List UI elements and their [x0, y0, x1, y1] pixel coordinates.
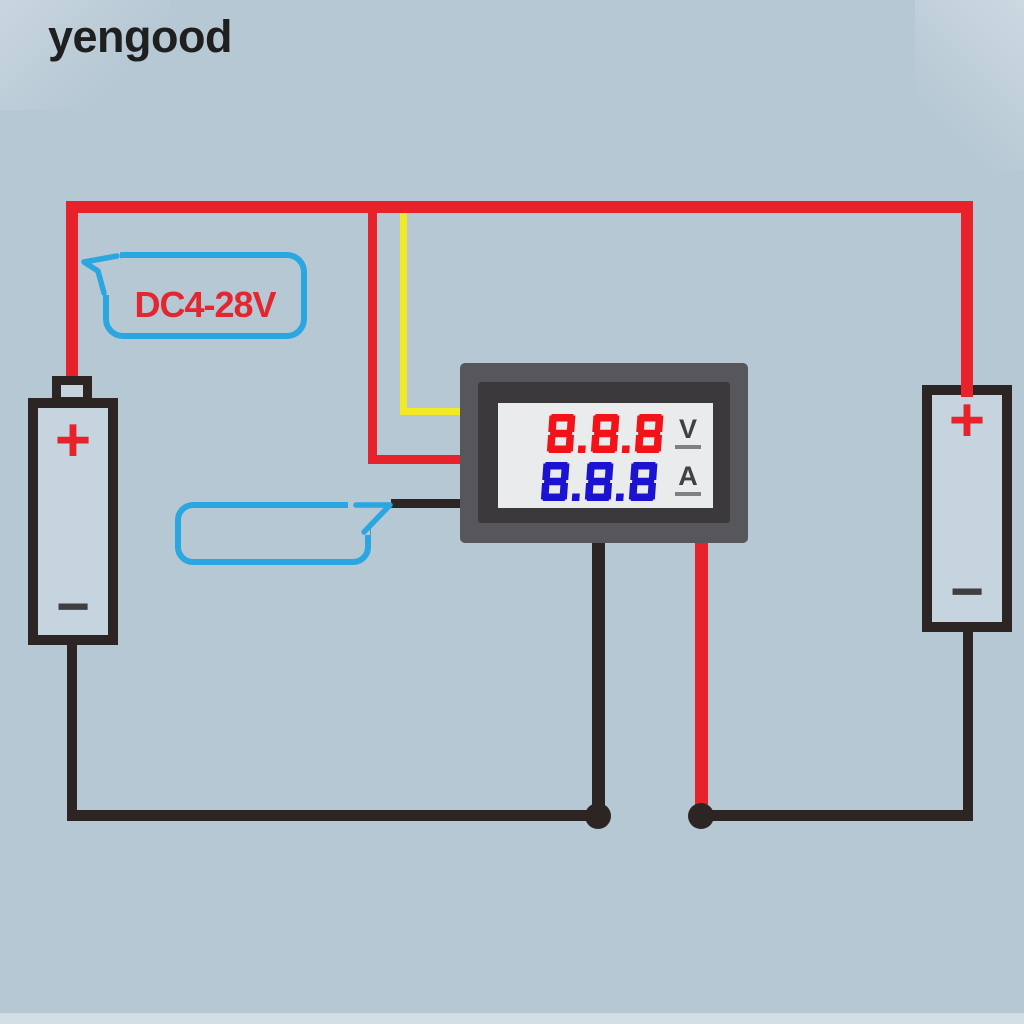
voltmeter-digits [546, 414, 664, 453]
wire-positive-left-drop [66, 201, 78, 380]
wire-meter-power-red-vertical [368, 207, 377, 464]
meter-bezel: V A [478, 382, 730, 523]
power-range-label: DC4-28V [134, 284, 276, 325]
minus-icon: − [950, 559, 984, 624]
voltage-unit-label: V [675, 416, 701, 449]
wire-voltage-sense-yellow-vertical [400, 213, 407, 415]
digital-meter-module: V A [460, 363, 748, 543]
meter-display: V A [498, 403, 713, 508]
wire-meter-power-red-horizontal [368, 455, 462, 464]
minus-icon: − [56, 574, 90, 639]
plus-icon: + [54, 406, 92, 475]
wire-positive-top-bus [66, 201, 973, 213]
junction-dot-current [688, 803, 714, 829]
current-unit-label: A [675, 463, 701, 496]
callout-note-empty [175, 502, 371, 565]
ammeter-digits [540, 462, 658, 501]
wire-positive-right-drop [961, 201, 973, 397]
wire-battery-left-negative-lead [67, 640, 77, 820]
corner-highlight-top-right [915, 0, 1024, 170]
battery-right: + − [922, 385, 1012, 632]
brand-logo: yengood [48, 11, 233, 62]
battery-left: + − [28, 398, 118, 645]
wire-voltage-sense-yellow-horizontal [400, 408, 462, 415]
wire-battery-right-negative-lead [963, 628, 973, 820]
callout-power-range: DC4-28V [103, 252, 307, 339]
wire-meter-current-drop [695, 540, 708, 817]
edge-highlight-bottom [0, 1013, 1024, 1024]
junction-dot-common [585, 803, 611, 829]
wire-negative-bus-right [697, 810, 973, 821]
wire-meter-black-lead [391, 499, 462, 508]
wire-meter-common-drop [592, 540, 605, 817]
plus-icon: + [948, 386, 986, 455]
wire-negative-bus-left [67, 810, 604, 821]
